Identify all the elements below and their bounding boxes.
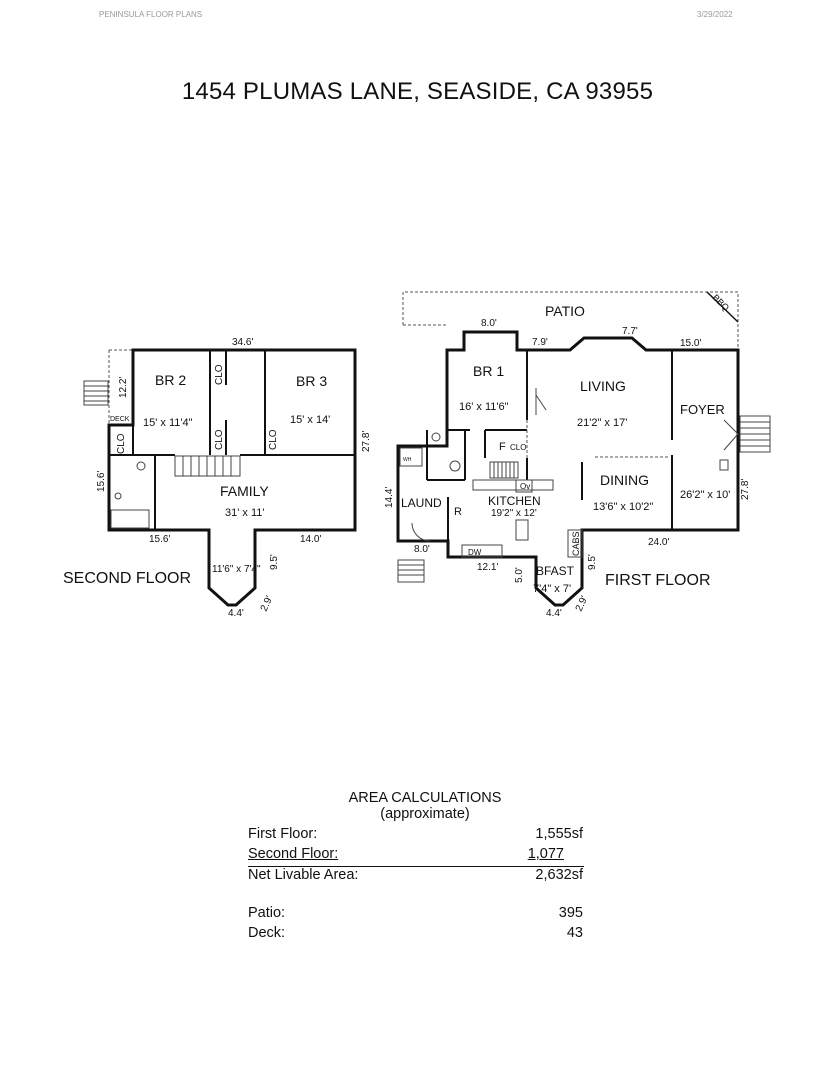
room-dining-size: 13'6" x 10'2" (593, 501, 653, 513)
area-row-first-floor: First Floor: 1,555sf (248, 826, 603, 846)
closet-label: CLO (510, 443, 526, 452)
dim-first-bfast-bottom: 4.4' (546, 608, 562, 619)
room-kitchen-size: 19'2" x 12' (491, 508, 537, 519)
dim-first-bottom-right: 24.0' (648, 537, 669, 548)
closet-label: CLO (214, 429, 225, 450)
room-br1-size: 16' x 11'6" (459, 401, 509, 413)
dim-second-deck: 12.2' (118, 377, 129, 398)
room-dining-label: DINING (600, 472, 649, 488)
bbq-line (706, 291, 739, 323)
area-value: 43 (566, 925, 583, 941)
room-laund-label: LAUND (401, 496, 442, 510)
dim-second-bay-corner: 2.9' (259, 594, 276, 613)
bbq-label: BBQ (711, 292, 732, 313)
range-label: R (454, 506, 462, 518)
dim-first-laund: 14.4' (384, 487, 395, 508)
room-br3-size: 15' x 14' (290, 414, 330, 426)
second-floor-label: SECOND FLOOR (63, 570, 191, 587)
dishwasher-label: DW (468, 548, 482, 557)
dim-first-top-mid: 7.9' (532, 337, 548, 348)
dim-second-right: 27.8' (361, 431, 372, 452)
closet-label: CLO (214, 364, 225, 385)
area-calculations: AREA CALCULATIONS (approximate) First Fl… (248, 790, 603, 945)
room-foyer-label: FOYER (680, 402, 725, 417)
fridge-label: F (499, 441, 506, 453)
dim-second-top: 34.6' (232, 337, 253, 348)
cabinets-label: CABS (571, 531, 581, 556)
dim-second-bottom-right: 14.0' (300, 534, 321, 545)
area-row-deck: Deck: 43 (248, 925, 603, 945)
dim-second-bottom-left: 15.6' (149, 534, 170, 545)
area-label: Net Livable Area: (248, 867, 359, 883)
dim-first-kitchen-bottom: 12.1' (477, 562, 498, 573)
first-floor-interior-walls (426, 350, 673, 541)
dim-first-bfast-left: 5.0' (514, 567, 525, 583)
room-br3-label: BR 3 (296, 373, 327, 389)
area-value: 1,077 (527, 846, 564, 862)
area-subtitle: (approximate) (380, 806, 470, 822)
water-heater-label: WH (403, 457, 412, 463)
dim-first-bfast-corner: 2.9' (574, 594, 591, 613)
dim-first-foyer-top: 15.0' (680, 338, 701, 349)
page-title: 1454 PLUMAS LANE, SEASIDE, CA 93955 (181, 78, 654, 105)
room-family-label: FAMILY (220, 483, 269, 499)
first-floor-label: FIRST FLOOR (605, 572, 711, 589)
room-living-label: LIVING (580, 378, 626, 394)
room-foyer-size: 26'2" x 10' (680, 489, 730, 501)
area-value: 1,555sf (535, 826, 583, 842)
oven-label: Ov (520, 482, 530, 491)
area-label: Second Floor: (248, 846, 339, 862)
room-br2-label: BR 2 (155, 372, 186, 388)
first-floor-plan: BBQ (384, 291, 771, 619)
area-title: AREA CALCULATIONS (348, 790, 502, 806)
area-row-net-livable: Net Livable Area: 2,632sf (248, 867, 603, 887)
closet-label: CLO (268, 429, 279, 450)
area-value: 2,632sf (535, 867, 583, 883)
first-floor-fixtures (399, 388, 739, 558)
dim-first-right: 27.8' (740, 479, 751, 500)
room-patio-label: PATIO (545, 303, 585, 319)
second-floor-plan: BR 2 15' x 11'4" BR 3 15' x 14' FAMILY 3… (63, 337, 372, 619)
area-label: Patio: (248, 905, 286, 921)
second-floor-fixtures (110, 455, 241, 529)
dim-first-br1-top: 8.0' (481, 318, 497, 329)
dim-first-bfast-right: 9.5' (587, 554, 598, 570)
room-br1-label: BR 1 (473, 363, 504, 379)
dim-first-living-top: 7.7' (622, 326, 638, 337)
area-value: 395 (558, 905, 583, 921)
room-bfast-size: 7'4" x 7' (533, 583, 571, 595)
first-floor-stairs (397, 415, 771, 583)
room-bfast-label: BFAST (536, 564, 575, 578)
area-label: Deck: (248, 925, 286, 941)
dim-second-bay-bottom: 4.4' (228, 608, 244, 619)
deck-stairs (83, 380, 109, 406)
room-br2-size: 15' x 11'4" (143, 417, 193, 429)
room-kitchen-label: KITCHEN (488, 494, 541, 508)
room-family-size: 31' x 11' (225, 507, 264, 519)
header-date: 3/29/2022 (697, 10, 733, 19)
deck-label: DECK (110, 416, 130, 423)
area-label: First Floor: (248, 826, 318, 842)
second-floor-walls (107, 348, 357, 607)
dim-second-left: 15.6' (96, 471, 107, 492)
closet-label: CLO (116, 433, 127, 454)
second-floor-interior-walls (109, 350, 355, 530)
dim-first-laund-bottom: 8.0' (414, 544, 430, 555)
room-living-size: 21'2" x 17' (577, 417, 627, 429)
area-row-second-floor: Second Floor: 1,077 (248, 846, 584, 867)
area-row-patio: Patio: 395 (248, 905, 603, 925)
deck-outline (108, 349, 133, 425)
header-company: PENINSULA FLOOR PLANS (99, 10, 203, 19)
dim-second-bay-side: 9.5' (269, 554, 280, 570)
room-bay-size: 11'6" x 7'4" (212, 564, 261, 575)
